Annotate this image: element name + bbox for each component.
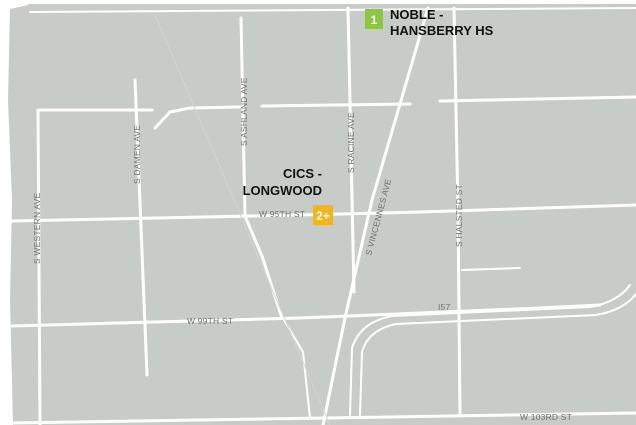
school-name-noble-line1: NOBLE - xyxy=(390,7,443,22)
label-w95th: W 95TH ST xyxy=(259,209,305,219)
road-damen xyxy=(133,78,149,377)
road-ashland xyxy=(239,16,284,320)
label-w99th: W 99TH ST xyxy=(187,316,233,326)
road-network xyxy=(10,6,636,425)
rail-line xyxy=(154,14,331,425)
road-w99th xyxy=(10,303,602,328)
school-marker-noble-hansberry[interactable]: 1 NOBLE - HANSBERRY HS xyxy=(365,7,494,38)
marker-cics-label: 2+ xyxy=(316,209,330,223)
map-border xyxy=(9,3,29,9)
road-w91st-mid xyxy=(260,102,412,108)
label-halsted: S HALSTED ST xyxy=(454,184,464,247)
road-ashland-south xyxy=(283,319,311,419)
road-east-halsted-short xyxy=(461,267,521,271)
school-name-cics-line2: LONGWOOD xyxy=(243,183,322,198)
school-name-noble-line2: HANSBERRY HS xyxy=(390,23,494,38)
marker-cics-badge[interactable] xyxy=(313,205,333,225)
label-damen: S DAMEN AVE xyxy=(132,125,142,184)
school-marker-cics-longwood[interactable]: CICS - LONGWOOD 2+ xyxy=(243,166,333,225)
marker-noble-label: 1 xyxy=(371,13,378,27)
road-w95th xyxy=(10,203,636,223)
road-i57-b xyxy=(359,293,636,416)
label-racine: S RACINE AVE xyxy=(346,112,356,173)
label-western: S WESTERN AVE xyxy=(32,192,42,264)
school-name-cics-line1: CICS - xyxy=(283,166,322,181)
road-racine xyxy=(346,6,356,294)
road-western xyxy=(36,108,42,425)
road-w91st-curve xyxy=(153,105,242,130)
label-ashland: S ASHLAND AVE xyxy=(239,77,249,146)
marker-noble-badge[interactable] xyxy=(365,9,383,29)
road-vincennes xyxy=(321,6,430,425)
road-i57-a xyxy=(349,284,631,416)
label-w103rd: W 103RD ST xyxy=(520,412,572,422)
label-i57: I57 xyxy=(438,302,450,312)
road-w91st-east xyxy=(438,95,636,103)
road-halsted xyxy=(452,6,462,417)
road-north-edge xyxy=(29,7,636,13)
